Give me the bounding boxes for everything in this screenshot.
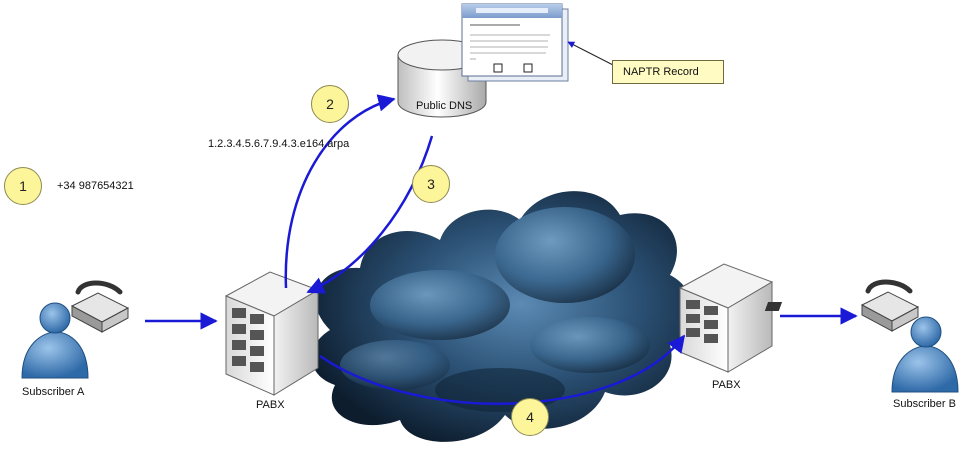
arrow-step-3-dns-response <box>306 135 434 294</box>
pabx-right-icon <box>678 263 774 373</box>
subscriber-b-label: Subscriber B <box>893 398 956 410</box>
pabx-right-label: PABX <box>712 379 741 391</box>
pabx-left-icon <box>224 271 320 396</box>
dialed-number-label: +34 987654321 <box>57 180 134 192</box>
step-1-marker: 1 <box>4 167 42 205</box>
network-cloud-icon <box>311 191 693 442</box>
enum-domain-label: 1.2.3.4.5.6.7.9.4.3.e164.arpa <box>208 138 350 150</box>
step-4-marker: 4 <box>511 398 549 436</box>
subscriber-a-label: Subscriber A <box>22 386 85 398</box>
public-dns-label: Public DNS <box>416 100 473 112</box>
naptr-record-callout: NAPTR Record <box>612 60 724 84</box>
subscriber-b-phone-icon <box>764 279 920 332</box>
step-2-marker: 2 <box>311 85 349 123</box>
arrow-step-2-dns-query <box>284 94 396 289</box>
pabx-left-label: PABX <box>256 399 285 411</box>
naptr-record-document-icon <box>461 3 569 82</box>
step-3-marker: 3 <box>412 165 450 203</box>
naptr-record-label: NAPTR Record <box>623 66 699 78</box>
subscriber-b-person-icon <box>891 316 959 393</box>
subscriber-a-phone-icon <box>70 280 130 333</box>
naptr-callout-line <box>567 41 616 67</box>
subscriber-a-person-icon <box>21 302 89 379</box>
